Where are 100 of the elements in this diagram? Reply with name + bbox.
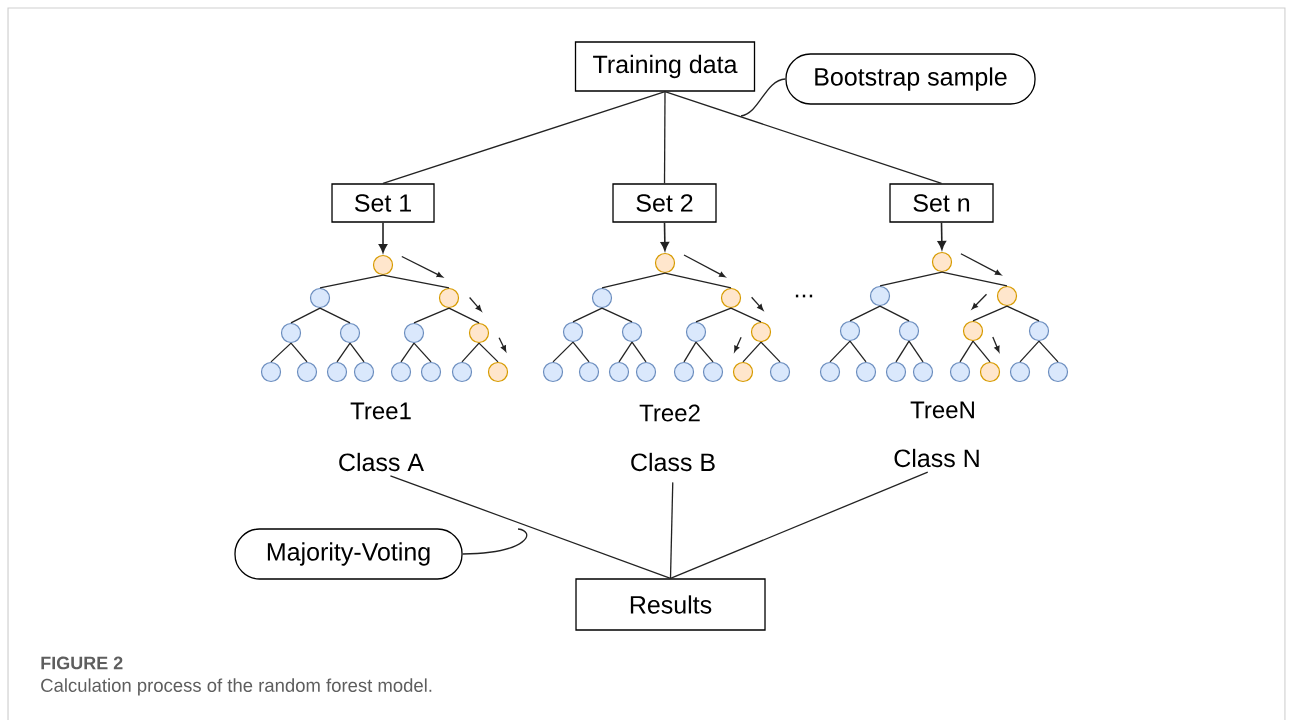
connector-line	[941, 271, 1008, 287]
connector-line	[290, 342, 308, 363]
tree-label: Tree1	[350, 402, 411, 420]
tree-node-circle	[1009, 361, 1031, 383]
connector-line	[319, 307, 351, 324]
tree-node-circle	[869, 285, 891, 307]
tree-node-circle	[702, 361, 724, 383]
tree-node-circle	[578, 361, 600, 383]
subset-box: Set 2	[612, 183, 717, 223]
connector-line	[413, 342, 432, 363]
connector-line	[664, 272, 732, 289]
result-box: Results	[575, 578, 766, 631]
arrow	[378, 221, 388, 253]
connector-line	[1038, 340, 1059, 363]
tree-node-circle	[621, 321, 643, 343]
tree-node-circle	[750, 321, 772, 343]
connector-line	[849, 340, 867, 363]
connector-line	[572, 341, 590, 363]
subset-box: Set n	[889, 183, 994, 223]
tree-node-circle	[608, 361, 630, 383]
tree-node-circle	[451, 361, 473, 383]
connector-line	[382, 274, 450, 289]
connector-line	[742, 341, 762, 363]
tree-node-circle	[403, 322, 425, 344]
connector-line	[572, 307, 603, 323]
tree-node-circle	[912, 361, 934, 383]
connector-line	[601, 272, 666, 289]
tree-node-circle	[280, 322, 302, 344]
tree-node-circle	[591, 287, 613, 309]
connector-line	[382, 91, 666, 184]
connector-line	[1019, 340, 1040, 363]
tree-node-circle	[996, 285, 1018, 307]
callout-bubble: Majority-Voting	[234, 528, 463, 580]
tree-node-circle	[1047, 361, 1069, 383]
connector-line	[683, 341, 697, 363]
tree-node-circle	[390, 361, 412, 383]
connector-line	[959, 340, 974, 363]
connector-line	[461, 342, 480, 363]
connector-line	[879, 305, 910, 322]
connector-line	[664, 91, 943, 184]
tree-node-circle	[673, 361, 695, 383]
tree-node-circle	[372, 254, 394, 276]
callout-bubble: Bootstrap sample	[785, 53, 1036, 105]
connector-line	[389, 475, 672, 579]
tree-node-circle	[468, 322, 490, 344]
arrow	[660, 221, 670, 251]
class-label: Class A	[339, 452, 424, 472]
tree-node-circle	[420, 361, 442, 383]
connector-line	[319, 274, 384, 289]
tree-node-circle	[720, 287, 742, 309]
tree-node-circle	[931, 251, 953, 273]
connector-line	[1006, 305, 1040, 322]
connector-line	[663, 91, 666, 184]
tree-node-circle	[562, 321, 584, 343]
connector-line	[895, 340, 910, 363]
connector-line	[908, 340, 924, 363]
connector-line	[618, 341, 633, 363]
tree-node-circle	[1028, 320, 1050, 342]
connector-line	[478, 342, 499, 363]
connector-line	[829, 340, 851, 363]
tree-node-circle	[326, 361, 348, 383]
tree-node-circle	[353, 361, 375, 383]
class-label: Class B	[631, 452, 715, 472]
subset-box: Set 1	[331, 183, 435, 223]
tree-label: Tree2	[639, 404, 700, 422]
tree-node-circle	[885, 361, 907, 383]
tree-node-circle	[685, 321, 707, 343]
connector-line	[336, 342, 351, 363]
ellipsis: ...	[795, 294, 813, 298]
tree-node-circle	[296, 361, 318, 383]
connector-line	[695, 307, 732, 323]
tree-node-circle	[487, 361, 509, 383]
connector-line	[669, 481, 674, 579]
tree-label: TreeN	[910, 401, 974, 419]
connector-line	[849, 305, 881, 322]
tree-node-circle	[839, 320, 861, 342]
connector-line	[972, 305, 1008, 322]
tree-node-circle	[542, 361, 564, 383]
figure-number: FIGURE 2	[41, 656, 123, 670]
connector-line	[695, 341, 714, 363]
tree-node-circle	[339, 322, 361, 344]
connector-line	[552, 341, 574, 363]
tree-node-circle	[962, 320, 984, 342]
connector-line	[631, 341, 647, 363]
tree-node-circle	[732, 361, 754, 383]
tree-node-circle	[654, 252, 676, 274]
data-box: Training data	[574, 41, 756, 92]
tree-node-circle	[438, 287, 460, 309]
leader-line	[740, 78, 786, 117]
connector-line	[290, 307, 321, 324]
tree-node-circle	[949, 361, 971, 383]
tree-node-circle	[855, 361, 877, 383]
connector-line	[349, 342, 365, 363]
tree-node-circle	[898, 320, 920, 342]
connector-line	[972, 340, 991, 363]
tree-node-circle	[979, 361, 1001, 383]
class-label: Class N	[894, 448, 979, 468]
connector-line	[413, 307, 450, 324]
connector-line	[601, 307, 633, 323]
connector-line	[879, 271, 943, 287]
